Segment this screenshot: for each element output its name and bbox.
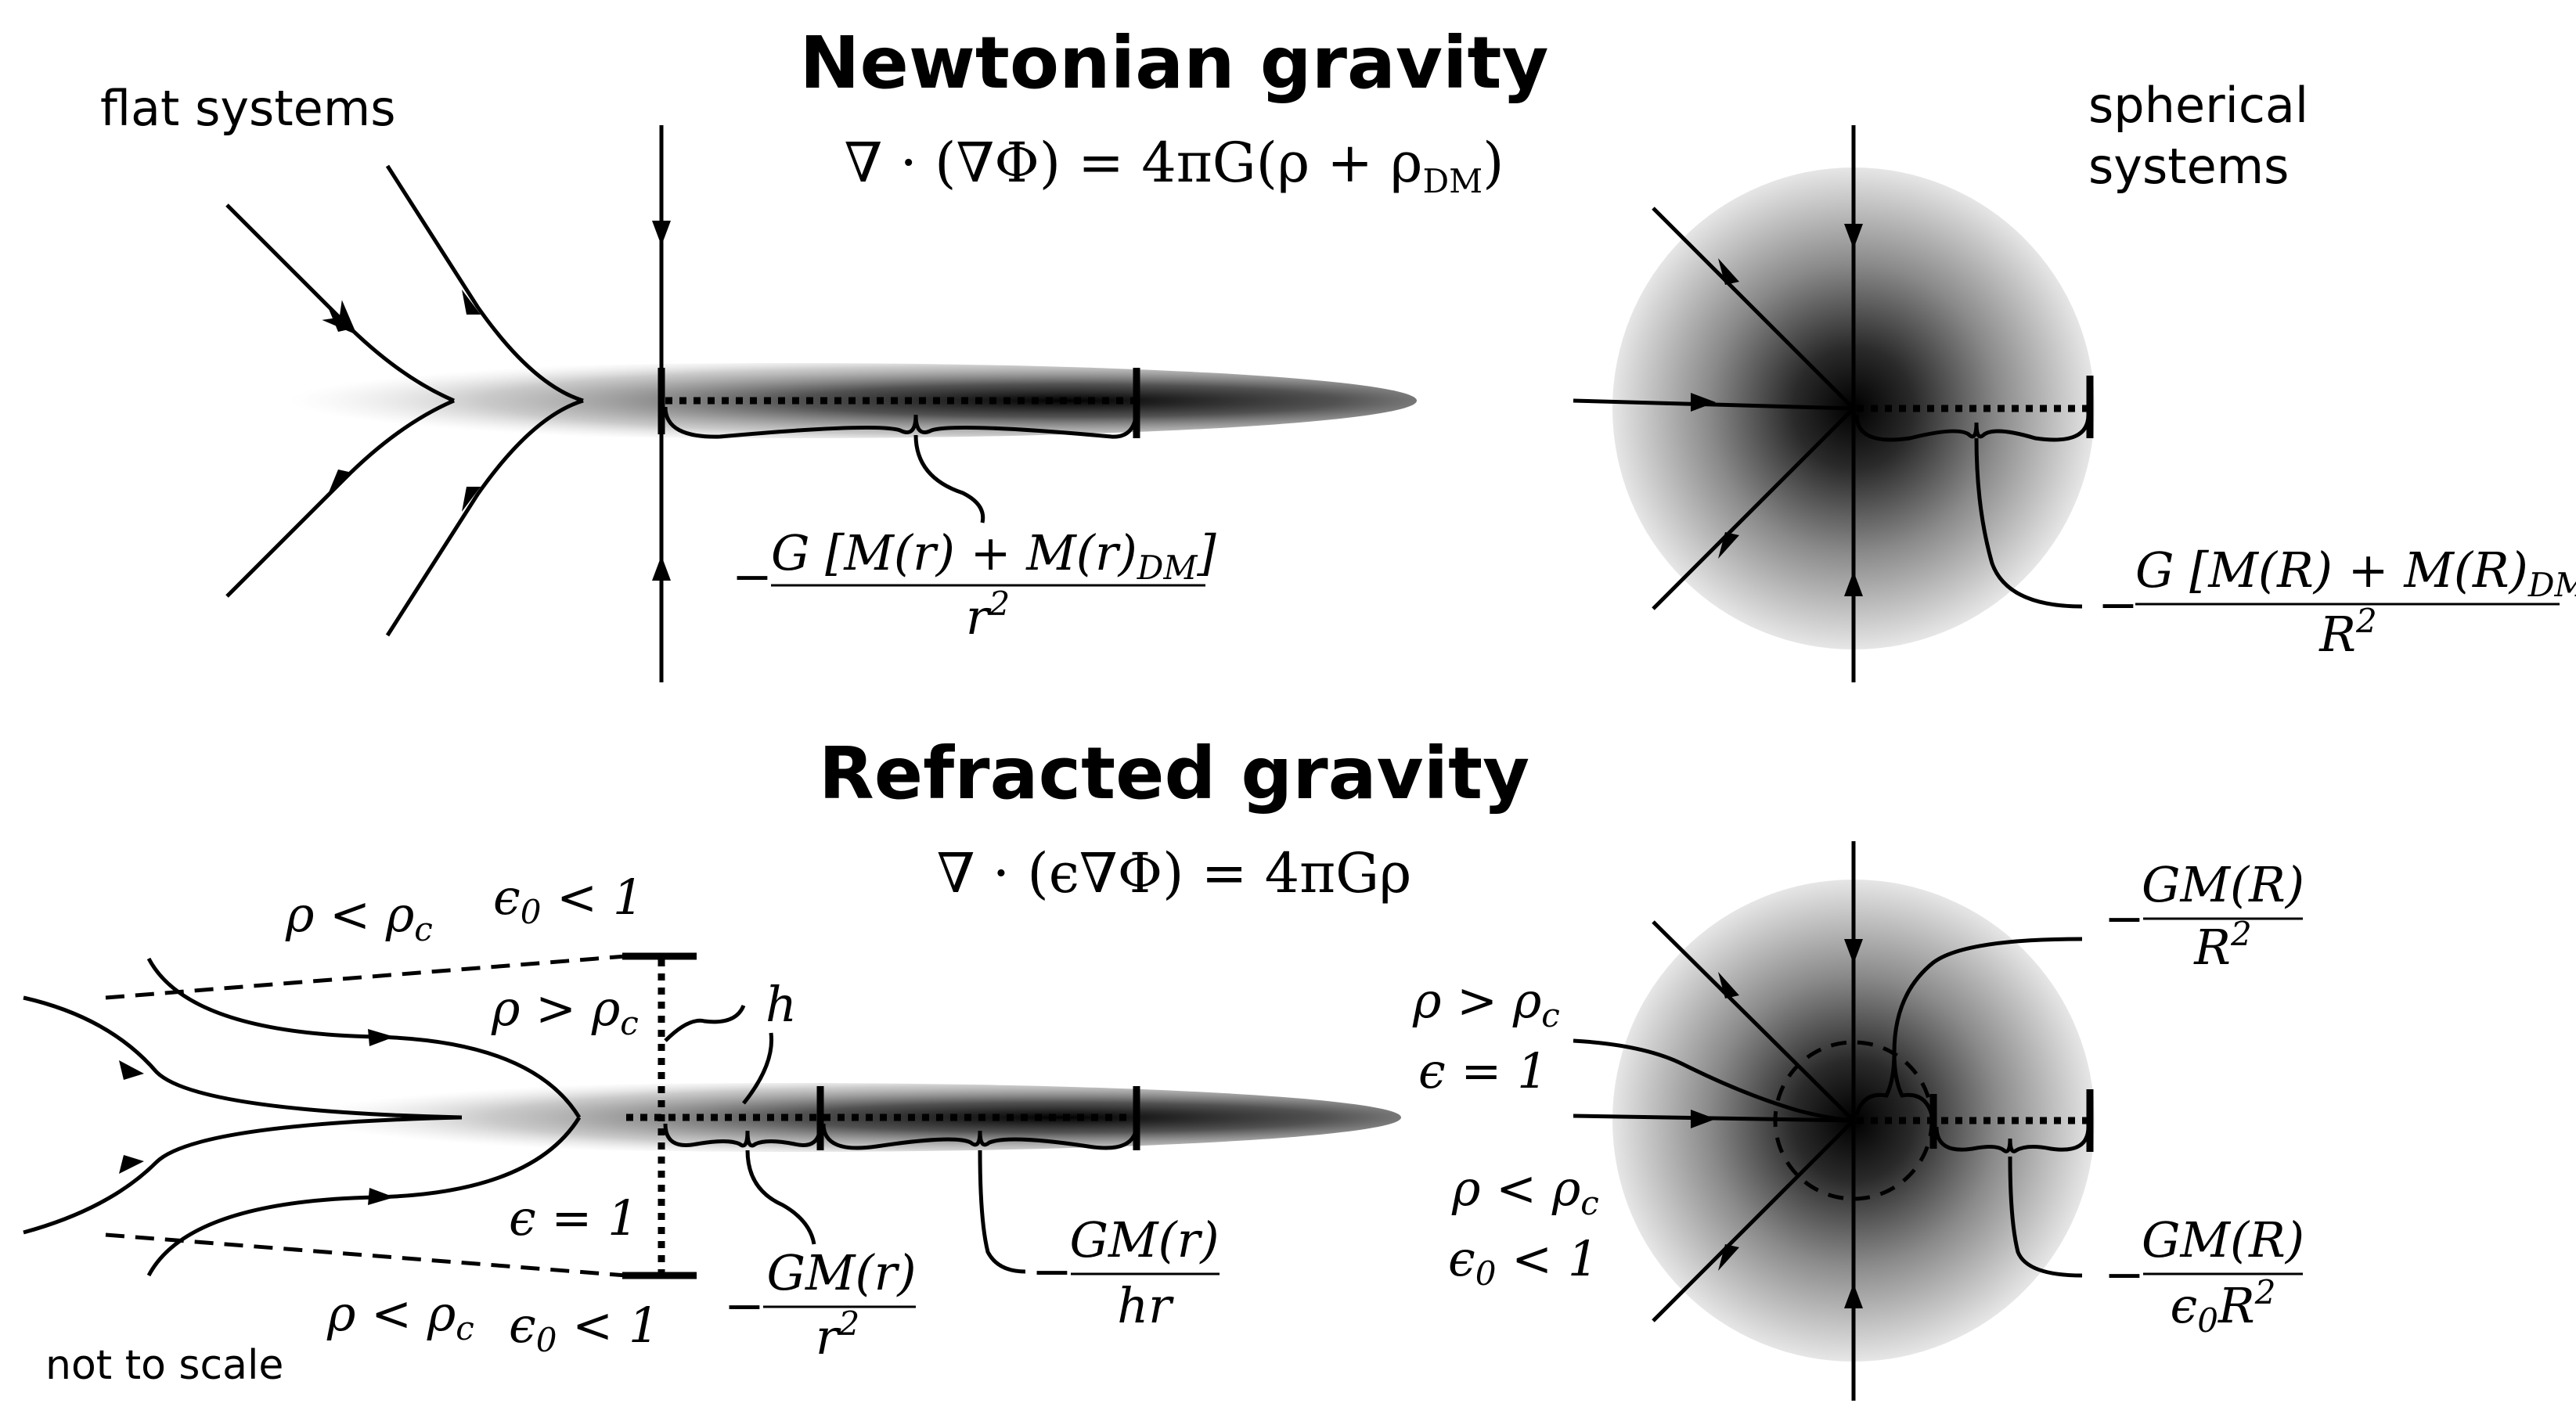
arrow-head [1718,1244,1739,1271]
flat-disk [180,1083,1401,1152]
field-line-upper-mid [385,164,584,403]
h-leader [664,1004,746,1042]
flat-accel-1-prefix: − [724,1277,765,1334]
field-line-upper-left [1652,920,1855,1122]
sph-accel-in-prefix: − [2104,890,2145,947]
flat-disk [164,363,1417,438]
arrow-head [1718,972,1739,998]
arrow-head [327,470,352,496]
sph-accel-out-prefix: − [2104,1246,2145,1303]
flat-accel-2-numerator: GM(r) [1069,1211,1219,1268]
flat-acceleration-denominator: r2 [966,585,1010,646]
top-eps-label: ϵ0 < 1 [493,869,643,931]
arrow-head [1718,258,1739,285]
newtonian-spherical-panel: − G [M(R) + M(R)DM] R2 [1573,125,2576,682]
brace-leader [1974,437,2083,609]
h-leader-disk [742,1032,774,1105]
inner-rho-label: ρ > ρc [1412,972,1560,1034]
arrow-head [1844,571,1863,596]
mid-eps-label: ϵ = 1 [509,1189,639,1247]
field-line-1 [23,995,463,1120]
outer-eps-label: ϵ0 < 1 [1448,1230,1598,1293]
outer-brace-leader [2008,1156,2083,1278]
arrow-head [1844,939,1863,964]
sph-accel-in-numerator: GM(R) [2142,856,2304,913]
field-line-upper-left [1652,207,1855,410]
brace-leader [913,434,985,524]
flat-systems-label: flat systems [100,80,396,137]
mid-rho-label: ρ > ρc [491,980,639,1042]
sph-accel-out-denominator: ϵ0R2 [2171,1273,2276,1340]
arrow-head [462,487,481,512]
brace [1854,414,2091,442]
flat-accel-2-prefix: − [1032,1243,1072,1300]
arrow-head [368,1188,395,1205]
field-line-lower-mid [385,398,584,637]
arrow-head [327,305,352,332]
outer-rho-label: ρ < ρc [1451,1160,1599,1222]
h-label: h [766,976,797,1033]
sph-accel-out-numerator: GM(R) [2142,1211,2304,1268]
inner-brace-leader [1892,937,2083,1053]
field-line-refracted [1573,1038,1854,1123]
outer-brace [821,1123,1139,1150]
arrow-head [119,1155,144,1174]
spherical-systems-label-line2: systems [2088,138,2289,195]
spherical-systems-label-line1: spherical [2088,77,2308,134]
arrow-head [119,1060,144,1080]
arrow-head [1844,224,1863,249]
inner-eps-label: ϵ = 1 [1418,1042,1548,1099]
bottom-rho-label: ρ < ρc [326,1285,474,1347]
field-line-lower-left [1652,1119,1855,1322]
outer-brace [1934,1126,2091,1153]
field-line-3 [23,1115,463,1235]
top-rho-label: ρ < ρc [285,886,433,948]
flat-accel-1-denominator: r2 [816,1304,859,1365]
arrow-head [1718,532,1739,559]
refracted-equation: ∇ · (ϵ∇Φ) = 4πGρ [937,841,1411,905]
arrow-head [368,1029,395,1046]
not-to-scale-label: not to scale [45,1342,283,1389]
sph-acceleration-numerator: G [M(R) + M(R)DM] [2135,541,2576,604]
field-line-left [1573,398,1854,411]
sph-acceleration-prefix: − [2098,576,2138,633]
arrow-head [1691,393,1716,412]
arrow-head [462,290,481,315]
boundary-bottom [105,1232,627,1278]
refracted-title: Refracted gravity [819,732,1529,815]
brace [663,406,1139,439]
bottom-eps-label: ϵ0 < 1 [509,1297,659,1359]
arrow-head [1844,1283,1863,1308]
inner-brace [663,1123,823,1148]
outer-brace-leader [978,1150,1026,1274]
flat-accel-1-numerator: GM(r) [766,1244,916,1301]
arrow-head [652,556,671,581]
flat-acceleration-numerator: G [M(r) + M(r)DM] [771,524,1216,587]
inner-brace-leader [745,1150,816,1245]
field-line-lower-left [1652,407,1855,610]
arrow-head [652,221,671,246]
newtonian-flat-panel: − G [M(r) + M(r)DM] r2 [164,125,1417,682]
sph-accel-in-denominator: R2 [2193,915,2251,976]
refracted-flat-panel: ρ < ρc ϵ0 < 1 ρ > ρc h ϵ = 1 ρ < ρc ϵ0 <… [23,869,1401,1389]
newtonian-title: Newtonian gravity [800,21,1549,105]
arrow-head [1691,1110,1716,1128]
flat-acceleration-prefix: − [732,548,773,605]
refracted-spherical-panel: ρ > ρc ϵ = 1 ρ < ρc ϵ0 < 1 − GM(R) R2 − … [1412,841,2304,1401]
sph-acceleration-denominator: R2 [2318,602,2376,663]
flat-accel-2-denominator: hr [1117,1277,1174,1334]
boundary-top [105,954,627,1000]
newtonian-equation: ∇ · (∇Φ) = 4πG(ρ + ρDM) [845,131,1504,200]
